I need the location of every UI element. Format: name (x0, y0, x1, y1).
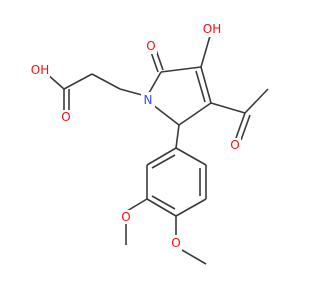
bond-layer (46, 35, 269, 265)
bond-enol-oh (200, 35, 211, 68)
atom-label-layer: OH O N O OH O O O (30, 21, 241, 250)
bond-ar-1 (175, 147, 207, 166)
bond-lactam-co (150, 51, 159, 73)
bond-ar-3 (175, 198, 207, 217)
ring-nitrogen-label: N (141, 92, 155, 108)
acid-hydroxyl-text: OH (31, 63, 49, 77)
bond-c4-c3 (200, 66, 212, 104)
chemical-structure-diagram: OH O N O OH O O O (30, 21, 269, 265)
bond-ar-4-double (151, 195, 176, 210)
acetyl-carbonyl-o-label: O (229, 138, 241, 152)
bond-c5-c4 (160, 66, 202, 73)
acid-carbonyl-o-label: O (60, 110, 72, 124)
bond-ar-4 (146, 198, 177, 217)
lactam-carbonyl-o-label: O (145, 39, 157, 54)
methoxy-4-o-label: O (170, 236, 182, 250)
bond-ar-ome3 (126, 198, 148, 212)
acetyl-carbonyl-o-text: O (230, 138, 239, 152)
bond-c4-c3-double (195, 70, 206, 103)
bond-acetyl-o (235, 112, 246, 139)
bond-chain-2 (91, 73, 121, 90)
bond-ome4-methyl (181, 249, 207, 265)
methoxy-4-o-text: O (171, 236, 180, 250)
bond-c3-c2 (178, 102, 212, 126)
methoxy-3-o-text: O (121, 210, 130, 224)
bond-c3-acetyl (210, 102, 246, 114)
bond-ar-6 (146, 147, 177, 166)
bond-c2-aryl (175, 124, 180, 149)
methoxy-3-o-label: O (120, 210, 132, 224)
bond-c2-n (152, 104, 180, 126)
acid-carbonyl-o-text: O (61, 110, 70, 124)
acid-hydroxyl-label: OH (30, 62, 50, 78)
bond-acetyl-methyl (244, 88, 269, 114)
ring-nitrogen-text: N (144, 93, 153, 107)
enol-hydroxyl-text: OH (203, 22, 221, 36)
bond-acetyl-o-double (240, 114, 251, 141)
bond-ar-6-double (151, 154, 176, 169)
bond-chain-n (119, 88, 143, 96)
bond-lactam-co-double (155, 49, 164, 71)
bond-chain-1 (63, 73, 93, 90)
lactam-carbonyl-o-text: O (146, 39, 155, 53)
enol-hydroxyl-label: OH (201, 21, 223, 37)
bond-n-c5 (148, 71, 162, 94)
